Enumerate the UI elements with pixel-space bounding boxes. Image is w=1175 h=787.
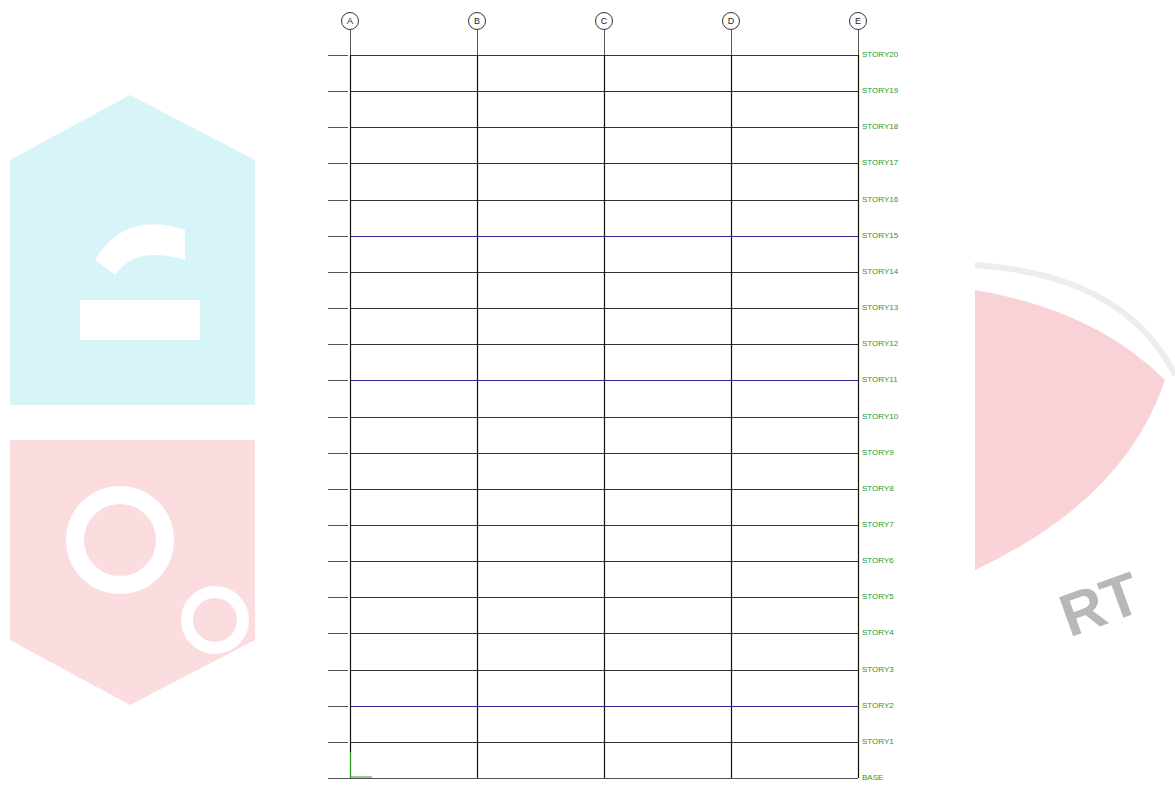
story-label: STORY8 xyxy=(861,485,895,493)
grid-bubble: A xyxy=(341,12,359,30)
grid-label: A xyxy=(347,17,353,26)
grid-bubble: B xyxy=(468,12,486,30)
story-label: BASE xyxy=(861,774,884,782)
level-tick xyxy=(328,200,348,201)
grid-line xyxy=(604,30,605,55)
story-label: STORY1 xyxy=(861,738,895,746)
column-line xyxy=(731,55,732,778)
grid-bubble: C xyxy=(595,12,613,30)
level-tick xyxy=(328,163,348,164)
story-label: STORY10 xyxy=(861,413,899,421)
story-label: STORY5 xyxy=(861,593,895,601)
column-line xyxy=(858,55,859,778)
story-label: STORY13 xyxy=(861,304,899,312)
level-tick xyxy=(328,633,348,634)
level-tick xyxy=(328,670,348,671)
level-tick xyxy=(328,489,348,490)
level-tick xyxy=(328,453,348,454)
watermark-text: RT xyxy=(1051,558,1150,650)
story-label: STORY14 xyxy=(861,268,899,276)
story-label: STORY9 xyxy=(861,449,895,457)
watermark-logo xyxy=(10,95,1175,705)
level-tick xyxy=(328,236,348,237)
grid-bubble: D xyxy=(722,12,740,30)
story-label: STORY18 xyxy=(861,123,899,131)
level-tick xyxy=(328,308,348,309)
grid-line xyxy=(731,30,732,55)
story-label: STORY16 xyxy=(861,196,899,204)
level-tick xyxy=(328,55,348,56)
level-tick xyxy=(328,525,348,526)
column-line xyxy=(477,55,478,778)
level-tick xyxy=(328,344,348,345)
story-label: STORY2 xyxy=(861,702,895,710)
story-label: STORY7 xyxy=(861,521,895,529)
axis-marker xyxy=(350,777,372,778)
axis-marker xyxy=(350,752,351,778)
level-tick xyxy=(328,91,348,92)
column-line xyxy=(350,55,351,778)
base-line xyxy=(328,778,858,779)
level-tick xyxy=(328,561,348,562)
level-tick xyxy=(328,417,348,418)
story-label: STORY11 xyxy=(861,376,899,384)
level-tick xyxy=(328,272,348,273)
level-tick xyxy=(328,380,348,381)
grid-label: B xyxy=(474,17,480,26)
story-label: STORY3 xyxy=(861,666,895,674)
story-label: STORY19 xyxy=(861,87,899,95)
grid-bubble: E xyxy=(849,12,867,30)
grid-label: E xyxy=(855,17,861,26)
grid-label: D xyxy=(728,17,735,26)
grid-line xyxy=(858,30,859,55)
story-label: STORY15 xyxy=(861,232,899,240)
level-tick xyxy=(328,706,348,707)
column-line xyxy=(604,55,605,778)
level-tick xyxy=(328,742,348,743)
story-label: STORY6 xyxy=(861,557,895,565)
grid-label: C xyxy=(601,17,608,26)
story-label: STORY12 xyxy=(861,340,899,348)
grid-line xyxy=(350,30,351,55)
level-tick xyxy=(328,127,348,128)
story-label: STORY4 xyxy=(861,629,895,637)
level-tick xyxy=(328,597,348,598)
story-label: STORY17 xyxy=(861,159,899,167)
grid-line xyxy=(477,30,478,55)
story-label: STORY20 xyxy=(861,51,899,59)
